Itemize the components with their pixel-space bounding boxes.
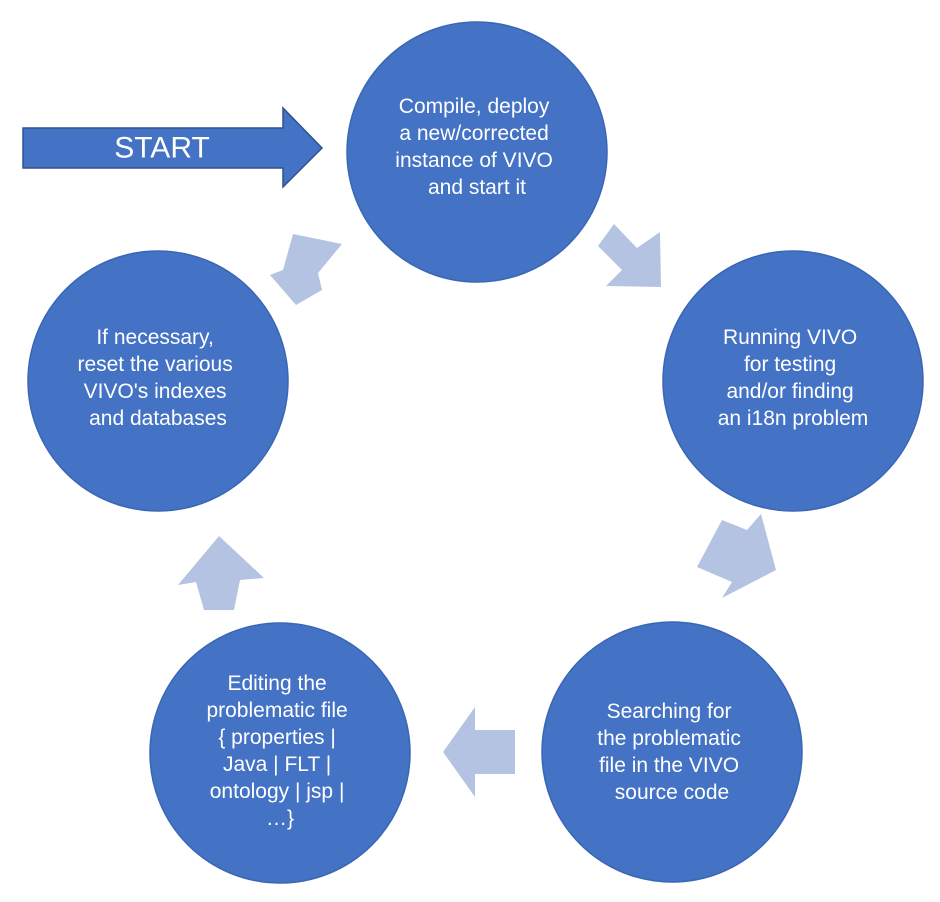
step-label-line: If necessary, [96,326,214,349]
step-label-line: Java | FLT | [223,753,331,776]
step-label-line: Compile, deploy [399,95,550,118]
start-arrow: START [22,106,324,189]
step-label-line: …} [266,807,294,830]
step-label-line: file in the VIVO [599,754,739,777]
step-label-line: reset the various [77,353,232,376]
step-circle [541,621,803,883]
step-label-line: and/or finding [726,380,853,403]
step-label-line: for testing [744,353,836,376]
step-label-line: VIVO's indexes [84,380,227,403]
step-label-line: the problematic [597,727,741,750]
start-label: START [114,132,210,165]
step-label-line: and start it [428,176,526,199]
step-4-editing-file: Editing the problematic file { propertie… [149,622,411,884]
step-label: If necessary, reset the various VIVO's i… [77,326,238,430]
step-label-line: and databases [89,407,227,430]
step-label-line: Running VIVO [723,326,857,349]
step-label: Searching for the problematic file in th… [597,700,746,804]
step-label: Running VIVO for testing and/or finding … [718,326,869,430]
step-label-line: a new/corrected [399,122,548,145]
step-circle [662,250,924,512]
step-1-compile-deploy: Compile, deploy a new/corrected instance… [346,21,608,283]
arrow-step2-to-step3 [697,514,776,598]
step-label: Editing the problematic file { propertie… [206,672,353,830]
arrow-step4-to-step5 [178,536,264,610]
step-circle [27,250,289,512]
step-label-line: instance of VIVO [395,149,553,172]
arrow-step5-to-step1 [270,234,342,305]
step-label-line: an i18n problem [718,407,869,430]
step-2-running-vivo: Running VIVO for testing and/or finding … [662,250,924,512]
step-label-line: problematic file [206,699,347,722]
step-5-reset-indexes: If necessary, reset the various VIVO's i… [27,250,289,512]
step-label-line: Searching for [607,700,732,723]
step-circle [149,622,411,884]
arrow-step3-to-step4 [443,707,515,797]
step-3-searching-file: Searching for the problematic file in th… [541,621,803,883]
step-label-line: { properties | [218,726,336,749]
step-label-line: ontology | jsp | [210,780,345,803]
start-arrow-shape [22,106,324,189]
step-label-line: Editing the [227,672,326,695]
step-label-line: source code [615,781,729,804]
arrow-step1-to-step2 [598,224,661,287]
step-circle [346,21,608,283]
step-label: Compile, deploy a new/corrected instance… [395,95,558,199]
